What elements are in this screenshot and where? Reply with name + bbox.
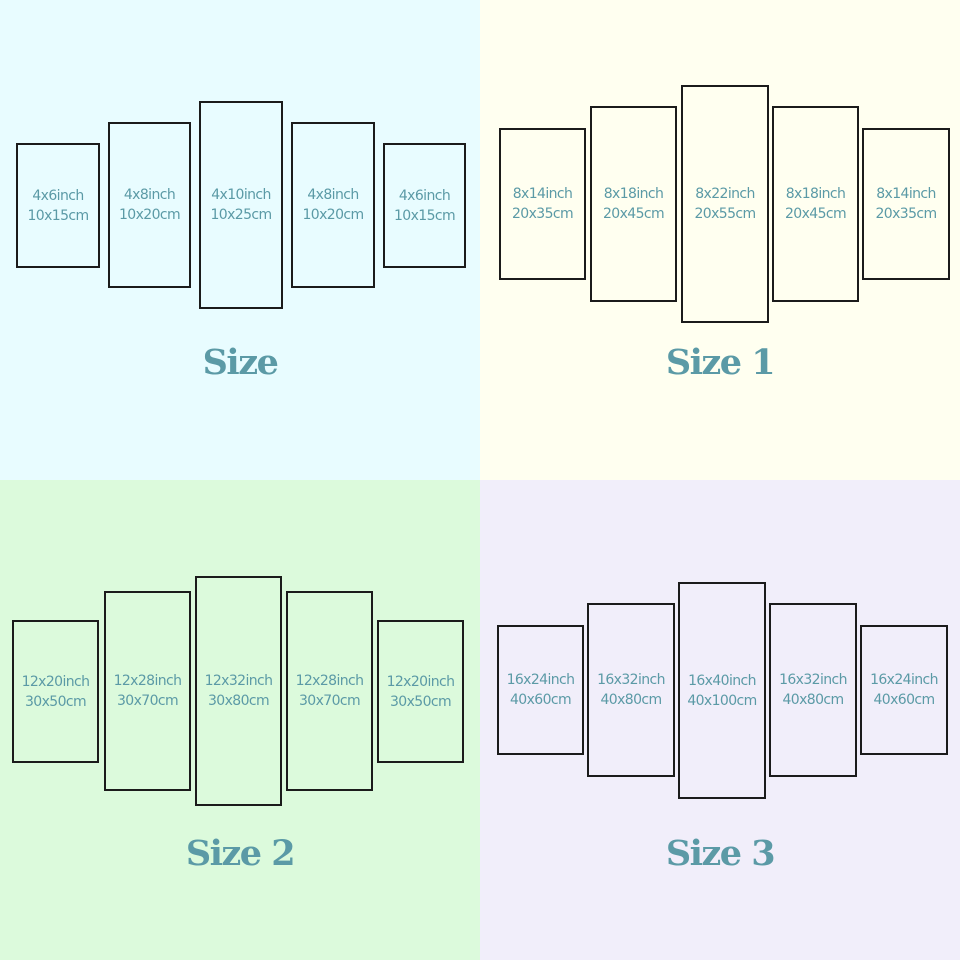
size-quadrant-top-left: 4x6inch 10x15cm 4x8inch 10x20cm 4x10inch… [0,0,480,480]
panel-cm-label: 30x80cm [207,693,270,709]
canvas-panel: 4x6inch 10x15cm [383,143,466,268]
canvas-panel: 4x10inch 10x25cm [199,101,283,309]
panel-inch-label: 16x24inch [870,672,938,688]
panel-cm-label: 10x20cm [118,207,181,223]
size-quadrant-bottom-left: 12x20inch 30x50cm 12x28inch 30x70cm 12x3… [0,480,480,960]
panel-inch-label: 4x6inch [398,187,451,204]
panel-cm-label: 10x15cm [27,207,89,224]
canvas-panel: 16x24inch 40x60cm [860,625,948,755]
size-quadrant-top-right: 8x14inch 20x35cm 8x18inch 20x45cm 8x22in… [480,0,960,480]
panel-inch-label: 12x32inch [204,673,273,689]
panel-inch-label: 16x40inch [688,672,756,689]
canvas-panel: 8x14inch 20x35cm [499,128,586,280]
canvas-panel: 8x22inch 20x55cm [681,85,769,323]
panel-cm-label: 10x25cm [210,207,272,223]
canvas-panel: 4x8inch 10x20cm [108,122,191,288]
panel-cm-label: 20x35cm [875,206,937,222]
panel-inch-label: 8x22inch [695,186,755,202]
panel-cm-label: 20x45cm [602,206,665,222]
size-title: Size 3 [665,833,776,874]
panel-inch-label: 4x8inch [307,187,359,203]
panel-inch-label: 4x10inch [211,187,271,203]
canvas-panel: 16x40inch 40x100cm [678,582,766,799]
canvas-panel: 4x6inch 10x15cm [16,143,100,268]
size-title: Size 2 [185,833,296,874]
canvas-panel: 12x28inch 30x70cm [286,591,373,791]
panel-inch-label: 12x28inch [113,673,182,689]
panel-cm-label: 10x15cm [393,207,456,224]
panel-cm-label: 40x60cm [873,692,935,708]
panel-cm-label: 30x50cm [389,693,452,710]
panel-cm-label: 30x70cm [298,693,361,709]
panel-cm-label: 40x100cm [687,692,757,709]
canvas-panel: 16x24inch 40x60cm [497,625,584,755]
panel-inch-label: 12x28inch [295,673,364,689]
panel-inch-label: 12x20inch [386,673,455,690]
size-title: Size [202,342,279,383]
canvas-panel: 8x14inch 20x35cm [862,128,950,280]
panel-inch-label: 16x24inch [506,672,575,688]
canvas-panel: 12x20inch 30x50cm [12,620,99,763]
panel-cm-label: 40x80cm [782,692,844,708]
panel-cm-label: 30x70cm [116,693,179,709]
panel-inch-label: 16x32inch [779,672,847,688]
canvas-panel: 12x20inch 30x50cm [377,620,464,763]
panel-cm-label: 10x20cm [302,207,364,223]
size-title: Size 1 [665,342,776,383]
panel-cm-label: 30x50cm [24,693,87,710]
canvas-panel: 12x32inch 30x80cm [195,576,282,806]
canvas-panel: 12x28inch 30x70cm [104,591,191,791]
panel-cm-label: 40x60cm [509,692,572,708]
panel-inch-label: 8x14inch [876,186,936,202]
panel-inch-label: 4x8inch [123,187,176,203]
panel-inch-label: 8x14inch [512,186,573,202]
panel-cm-label: 20x35cm [511,206,574,222]
panel-inch-label: 4x6inch [32,187,84,204]
size-quadrant-bottom-right: 16x24inch 40x60cm 16x32inch 40x80cm 16x4… [480,480,960,960]
canvas-panel: 8x18inch 20x45cm [772,106,859,302]
canvas-panel: 4x8inch 10x20cm [291,122,375,288]
panel-inch-label: 8x18inch [785,186,846,202]
panel-cm-label: 40x80cm [600,692,662,708]
panel-inch-label: 12x20inch [21,673,90,690]
canvas-panel: 16x32inch 40x80cm [587,603,675,777]
panel-inch-label: 8x18inch [603,186,664,202]
panel-cm-label: 20x55cm [694,206,756,222]
canvas-panel: 16x32inch 40x80cm [769,603,857,777]
canvas-panel: 8x18inch 20x45cm [590,106,677,302]
panel-inch-label: 16x32inch [597,672,665,688]
panel-cm-label: 20x45cm [784,206,847,222]
